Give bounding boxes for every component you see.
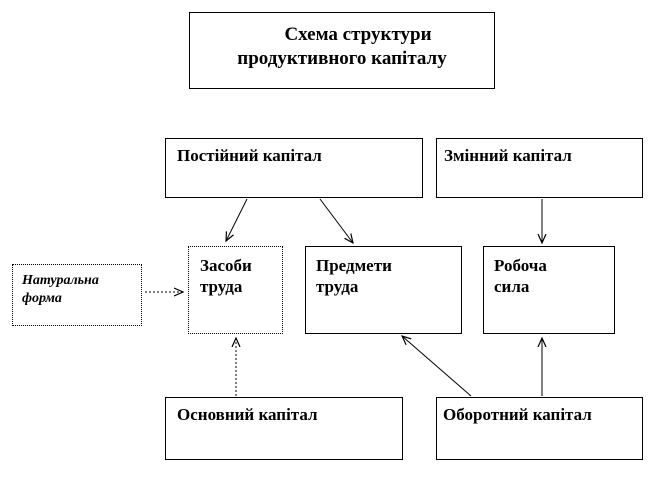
workforce-box: Робоча сила [483,246,615,334]
fixed-capital-label: Основний капітал [177,405,318,424]
objects-of-labor-line-2: труда [316,277,359,296]
fixed-capital-box: Основний капітал [165,397,403,460]
natural-form-box: Натуральна форма [12,264,142,326]
variable-capital-label: Змінний капітал [444,146,572,165]
means-of-labor-line-2: труда [200,277,243,296]
means-of-labor-line-1: Засоби [200,256,252,275]
objects-of-labor-box: Предмети труда [305,246,462,334]
constant-capital-box: Постійний капітал [165,138,423,198]
workforce-line-2: сила [494,277,530,296]
natural-form-line-2: форма [22,291,62,306]
objects-of-labor-line-1: Предмети [316,256,392,275]
diagram-title: Схема структури продуктивного капіталу [189,12,495,89]
natural-form-line-1: Натуральна [22,273,99,288]
constant-capital-label: Постійний капітал [177,146,322,165]
working-capital-box: Оборотний капітал [436,397,643,460]
means-of-labor-box: Засоби труда [188,246,283,334]
title-line-1: Схема структури [284,24,432,45]
workforce-line-1: Робоча [494,256,547,275]
variable-capital-box: Змінний капітал [436,138,643,198]
arrow-constant-to-objects [319,198,353,243]
arrow-working-to-objects [402,336,472,397]
arrow-constant-to-means [226,198,248,241]
title-line-2: продуктивного капіталу [237,48,447,69]
working-capital-label: Оборотний капітал [443,405,592,424]
